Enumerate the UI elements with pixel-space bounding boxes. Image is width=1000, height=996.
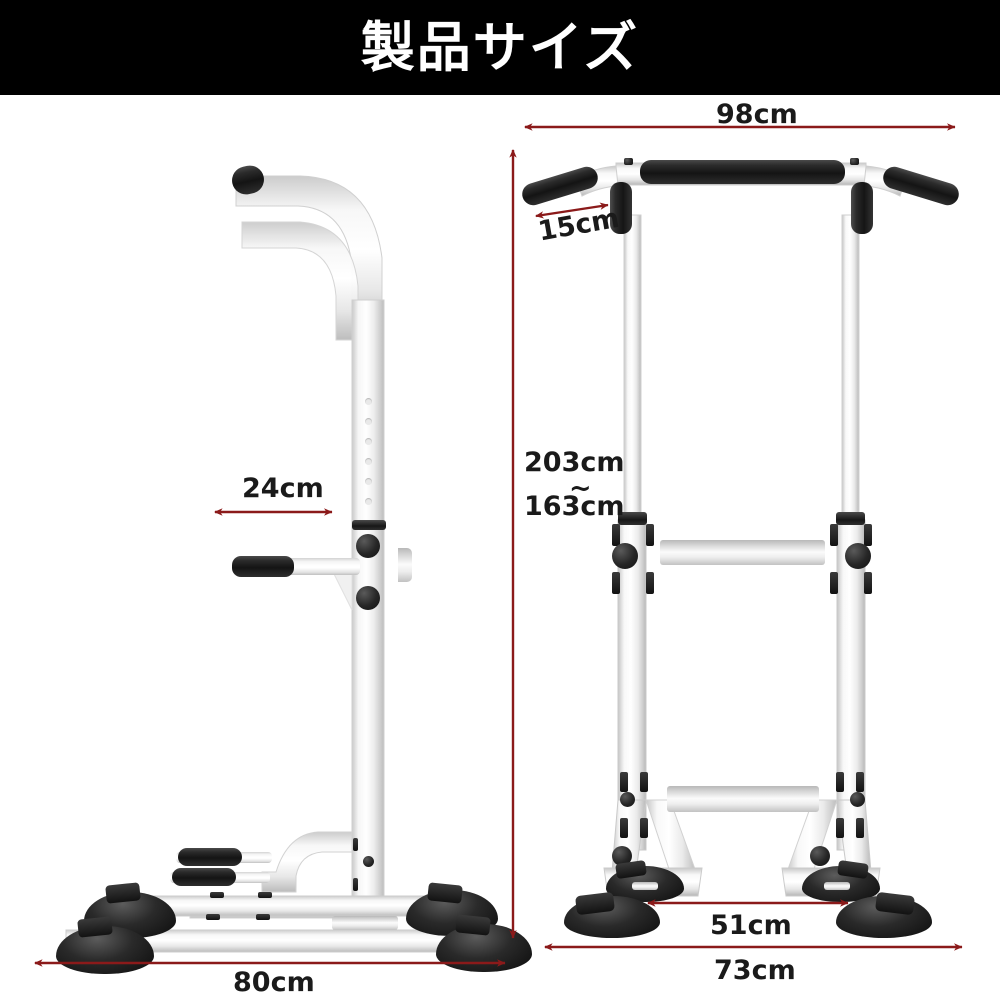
front-lower-bracket xyxy=(640,772,648,792)
side-post-bolt xyxy=(363,856,374,867)
front-mid-bracket xyxy=(612,572,620,594)
side-top-arm-lower xyxy=(241,221,359,341)
front-view-product xyxy=(519,0,1000,996)
side-center-plate xyxy=(332,916,398,930)
side-pushup-grip-lower xyxy=(172,868,236,886)
front-mid-bracket xyxy=(864,572,872,594)
front-right-lower-knob xyxy=(850,792,865,807)
adjust-hole xyxy=(365,438,372,445)
front-mid-bracket xyxy=(830,524,838,546)
dim-label-98cm: 98cm xyxy=(716,99,798,130)
front-right-mid-knob xyxy=(845,543,871,569)
front-center-pullup-grip xyxy=(640,160,845,184)
side-rail-fitting xyxy=(256,914,270,920)
dim-label-73cm: 73cm xyxy=(714,955,796,986)
front-left-telescope-collar xyxy=(618,512,647,525)
dim-label-203cm: 203cm xyxy=(524,447,625,478)
front-right-telescope-collar xyxy=(836,512,865,525)
side-pushup-frame-upper xyxy=(261,831,353,893)
front-mid-bracket xyxy=(830,572,838,594)
front-lower-bracket xyxy=(640,818,648,838)
front-lower-bracket xyxy=(836,818,844,838)
side-base-rail-mid xyxy=(129,895,441,917)
front-mid-bracket xyxy=(646,572,654,594)
dim-label-80cm: 80cm xyxy=(233,967,315,996)
front-foot-plate-detail xyxy=(632,882,658,890)
dim-label-51cm: 51cm xyxy=(710,910,792,941)
front-lower-crossbar xyxy=(667,786,819,812)
front-left-lower-knob xyxy=(620,792,635,807)
dim-label-tilde: ~ xyxy=(569,473,592,504)
front-mid-bracket xyxy=(646,524,654,546)
front-right-neutral-grip xyxy=(851,182,873,234)
front-lower-bracket xyxy=(856,818,864,838)
front-foot-plate-detail xyxy=(824,882,850,890)
side-foot-clamp xyxy=(105,882,141,904)
adjust-hole xyxy=(365,498,372,505)
front-top-bolt-left xyxy=(624,158,633,165)
side-rail-fitting xyxy=(210,892,224,898)
front-right-leg-knob xyxy=(810,846,830,866)
side-upper-knob xyxy=(356,534,380,558)
front-left-leg-knob xyxy=(612,846,632,866)
side-foot-clamp xyxy=(455,914,491,936)
side-view-product xyxy=(56,162,532,974)
adjust-hole xyxy=(365,458,372,465)
adjust-hole xyxy=(365,478,372,485)
front-lower-bracket xyxy=(856,772,864,792)
side-dip-bar-grip xyxy=(232,556,294,577)
front-mid-bracket xyxy=(864,524,872,546)
side-post-fitting xyxy=(353,838,358,851)
adjust-hole xyxy=(365,418,372,425)
side-rail-fitting xyxy=(258,892,272,898)
front-top-bolt-right xyxy=(850,158,859,165)
adjust-hole xyxy=(365,398,372,405)
side-post-collar xyxy=(352,520,386,530)
front-left-mid-knob xyxy=(612,543,638,569)
front-left-neutral-grip xyxy=(610,182,632,234)
side-rail-fitting xyxy=(206,914,220,920)
front-mid-bracket xyxy=(612,524,620,546)
side-foot-clamp xyxy=(77,916,113,938)
side-pushup-grip-upper xyxy=(178,848,242,866)
side-foot-clamp xyxy=(427,882,463,904)
front-left-inner-post xyxy=(623,214,642,516)
side-post-fitting xyxy=(353,878,358,891)
front-right-inner-post xyxy=(841,214,860,516)
front-lower-bracket xyxy=(620,818,628,838)
dim-label-163cm: 163cm xyxy=(524,491,625,522)
page-title: 製品サイズ xyxy=(360,15,640,79)
header-band: 製品サイズ xyxy=(0,0,1000,95)
dim-label-24cm: 24cm xyxy=(242,473,324,504)
side-grey-tab xyxy=(398,548,412,582)
side-lower-knob xyxy=(356,586,380,610)
front-lower-bracket xyxy=(836,772,844,792)
front-mid-crossbar xyxy=(660,540,825,565)
front-lower-bracket xyxy=(620,772,628,792)
